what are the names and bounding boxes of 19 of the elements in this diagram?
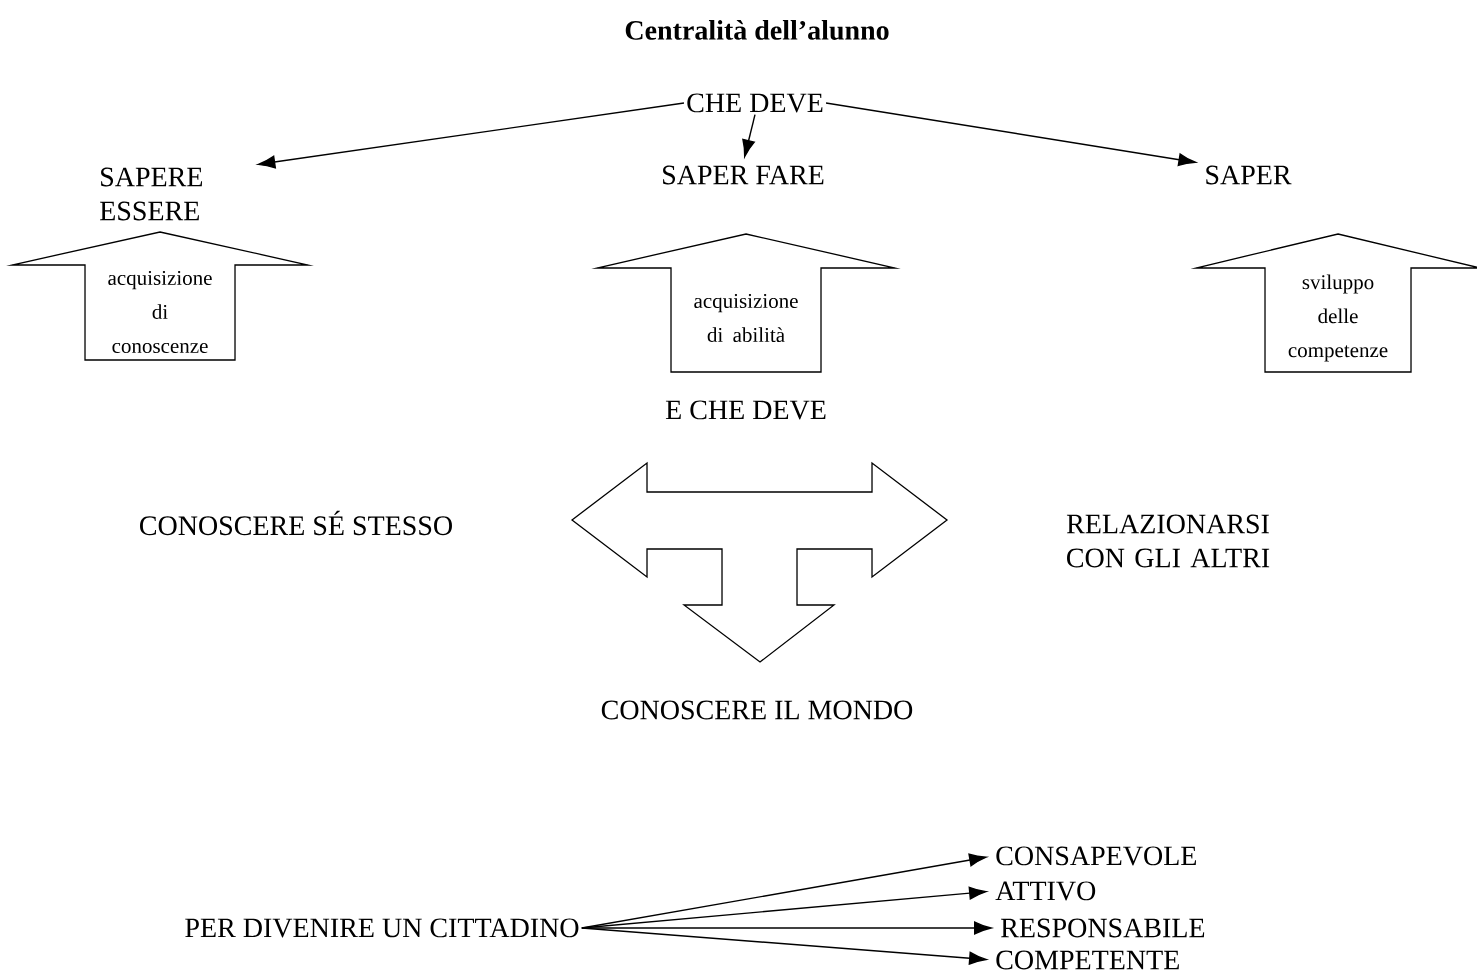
label-text: CONSAPEVOLE — [996, 846, 1196, 866]
arrow — [581, 921, 992, 935]
label-text: SAPER — [1206, 165, 1292, 185]
label-text: CONOSCERE SÉ STESSO — [140, 510, 452, 536]
arrow — [581, 927, 987, 965]
label-text: SAPER FARE — [663, 165, 824, 185]
arrow — [257, 102, 685, 169]
label-text: CONOSCERE IL MONDO — [601, 700, 913, 720]
label-text: CHE DEVE — [687, 93, 823, 113]
label-text: E CHE DEVE — [665, 400, 826, 420]
arrow — [742, 114, 756, 158]
label-text: SAPERE ESSERE — [100, 167, 203, 221]
label-text: COMPETENTE — [996, 950, 1179, 970]
label-text: RESPONSABILE — [1001, 918, 1205, 938]
title: Centralità dell’alunno — [625, 20, 889, 40]
label-text: RELAZIONARSI CON GLI ALTRI — [1066, 514, 1270, 568]
arrow — [825, 102, 1196, 167]
label-text: ATTIVO — [995, 881, 1096, 901]
label-text: PER DIVENIRE UN CITTADINO — [185, 918, 579, 938]
